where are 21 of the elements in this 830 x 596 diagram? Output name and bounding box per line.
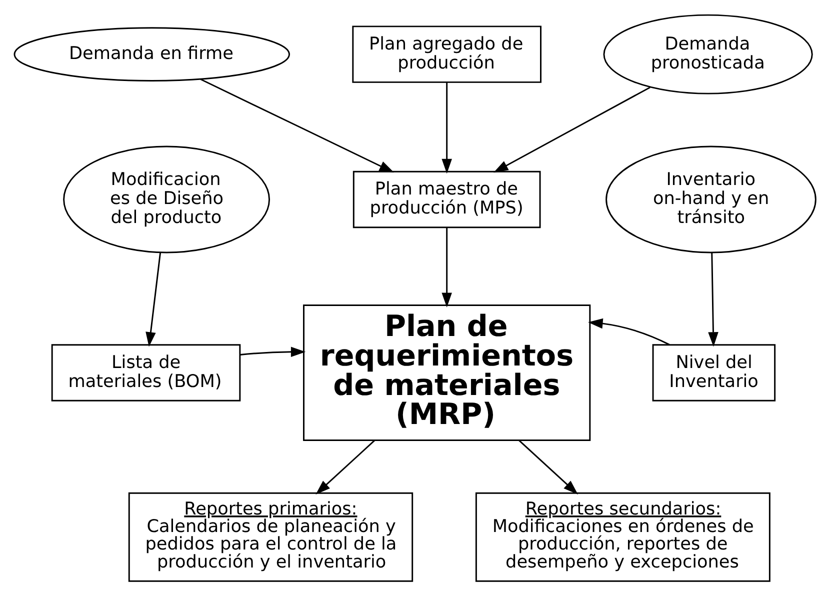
arrow: [240, 346, 306, 357]
node-box: Plan agregado de producción: [352, 26, 542, 83]
node-ellipse: Inventario on-hand y en tránsito: [606, 146, 816, 254]
arrow: [442, 228, 452, 308]
node-box: Plan de requerimientos de materiales (MRP): [303, 304, 591, 441]
arrow: [316, 440, 376, 494]
arrow: [146, 252, 162, 347]
node-box: Nivel del Inventario: [652, 344, 776, 402]
arrow: [708, 252, 718, 347]
arrow: [518, 440, 578, 494]
arrow: [588, 318, 670, 346]
arrow: [200, 78, 394, 173]
arrow: [442, 82, 452, 174]
node-box: Reportes secundarios: Modificaciones en órdenes de producción, reportes de desempeño y excepciones: [475, 492, 770, 582]
node-ellipse: Demanda pronosticada: [603, 14, 813, 94]
node-box: Lista de materiales (BOM): [51, 344, 241, 402]
node-ellipse: Modificacion es de Diseño del producto: [63, 146, 270, 254]
node-box: Reportes primarios: Calendarios de planeación y pedidos para el control de la producción y el inventario: [128, 492, 414, 582]
arrow: [494, 86, 650, 173]
node-ellipse: Demanda en firme: [14, 27, 290, 82]
node-box: Plan maestro de producción (MPS): [352, 170, 541, 228]
